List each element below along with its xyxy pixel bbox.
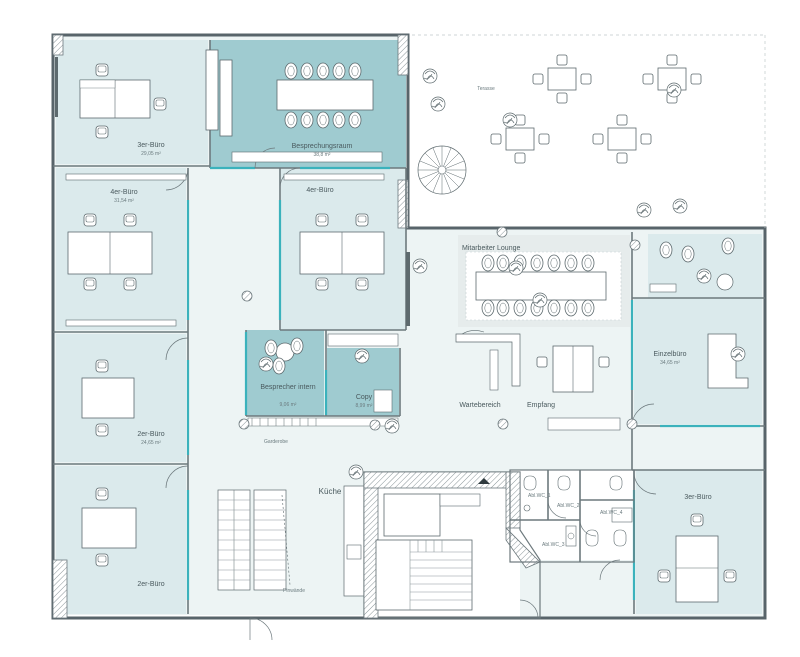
area-einzelbuero: 34,65 m²: [660, 360, 680, 366]
label-4er-buero-left: 4er-Büro: [110, 189, 137, 196]
area-copy: 8,99 m²: [356, 403, 373, 409]
label-2er-buero-mid: 2er-Büro: [137, 431, 164, 438]
label-3er-buero-right: 3er-Büro: [684, 494, 711, 501]
label-pinwaende: Pinwände: [283, 588, 305, 594]
terrace: [412, 34, 766, 228]
label-terrasse: Terasse: [477, 86, 495, 92]
furniture-4er-buero-left: [65, 173, 187, 327]
label-4er-buero-mid: 4er-Büro: [306, 187, 333, 194]
label-garderobe: Garderobe: [264, 439, 288, 445]
label-mitarbeiter-lounge: Mitarbeiter Lounge: [462, 245, 520, 252]
label-copy: Copy: [356, 394, 373, 401]
furniture-besprechungsraum: [219, 59, 383, 163]
area-4er-buero-left: 31,54 m²: [114, 198, 134, 204]
furniture-3er-buero-top: [55, 49, 219, 139]
label-wc-4: Abl.WC_4: [600, 510, 623, 516]
label-empfang: Empfang: [527, 402, 555, 409]
room-labels: 3er-Büro 29,05 m² Besprechungsraum 38,8 …: [110, 86, 711, 594]
label-wc-1: Abl.WC_1: [528, 493, 551, 499]
label-wc-2: Abl.WC_2: [557, 503, 580, 509]
room-einzelbuero: [634, 298, 762, 424]
area-besprechungsraum: 38,8 m²: [314, 152, 331, 158]
area-2er-buero-mid: 24,65 m²: [141, 440, 161, 446]
furniture-2er-buero-bottom: [81, 487, 137, 567]
label-wartebereich: Wartebereich: [459, 402, 500, 409]
label-besprechungsraum: Besprechungsraum: [292, 143, 353, 150]
label-2er-buero-bottom: 2er-Büro: [137, 581, 164, 588]
furniture-lounge: [406, 226, 641, 326]
label-kueche: Küche: [319, 487, 342, 496]
furniture-3er-buero-right: [657, 513, 737, 603]
furniture-4er-buero-mid: [283, 173, 385, 291]
label-wc-3: Abl.WC_3: [542, 542, 565, 548]
label-3er-buero-top: 3er-Büro: [137, 142, 164, 149]
furniture-2er-buero-mid: [81, 359, 135, 437]
furniture-kitchen-stairs: [217, 464, 365, 597]
area-3er-buero-top: 29,05 m²: [141, 151, 161, 157]
furniture-einzelbuero: [649, 237, 749, 389]
area-besprecher-intern: 9,06 m²: [280, 402, 297, 408]
furniture-besprecher-copy: [238, 290, 400, 434]
label-besprecher-intern: Besprecher intern: [260, 384, 315, 391]
furniture-wartebereich-empfang: [455, 330, 638, 431]
label-einzelbuero: Einzelbüro: [653, 351, 686, 358]
sanitary-block: Abl.WC_1 Abl.WC_2 Abl.WC_3 Abl.WC_4: [509, 469, 635, 563]
stair-core: [363, 471, 541, 619]
